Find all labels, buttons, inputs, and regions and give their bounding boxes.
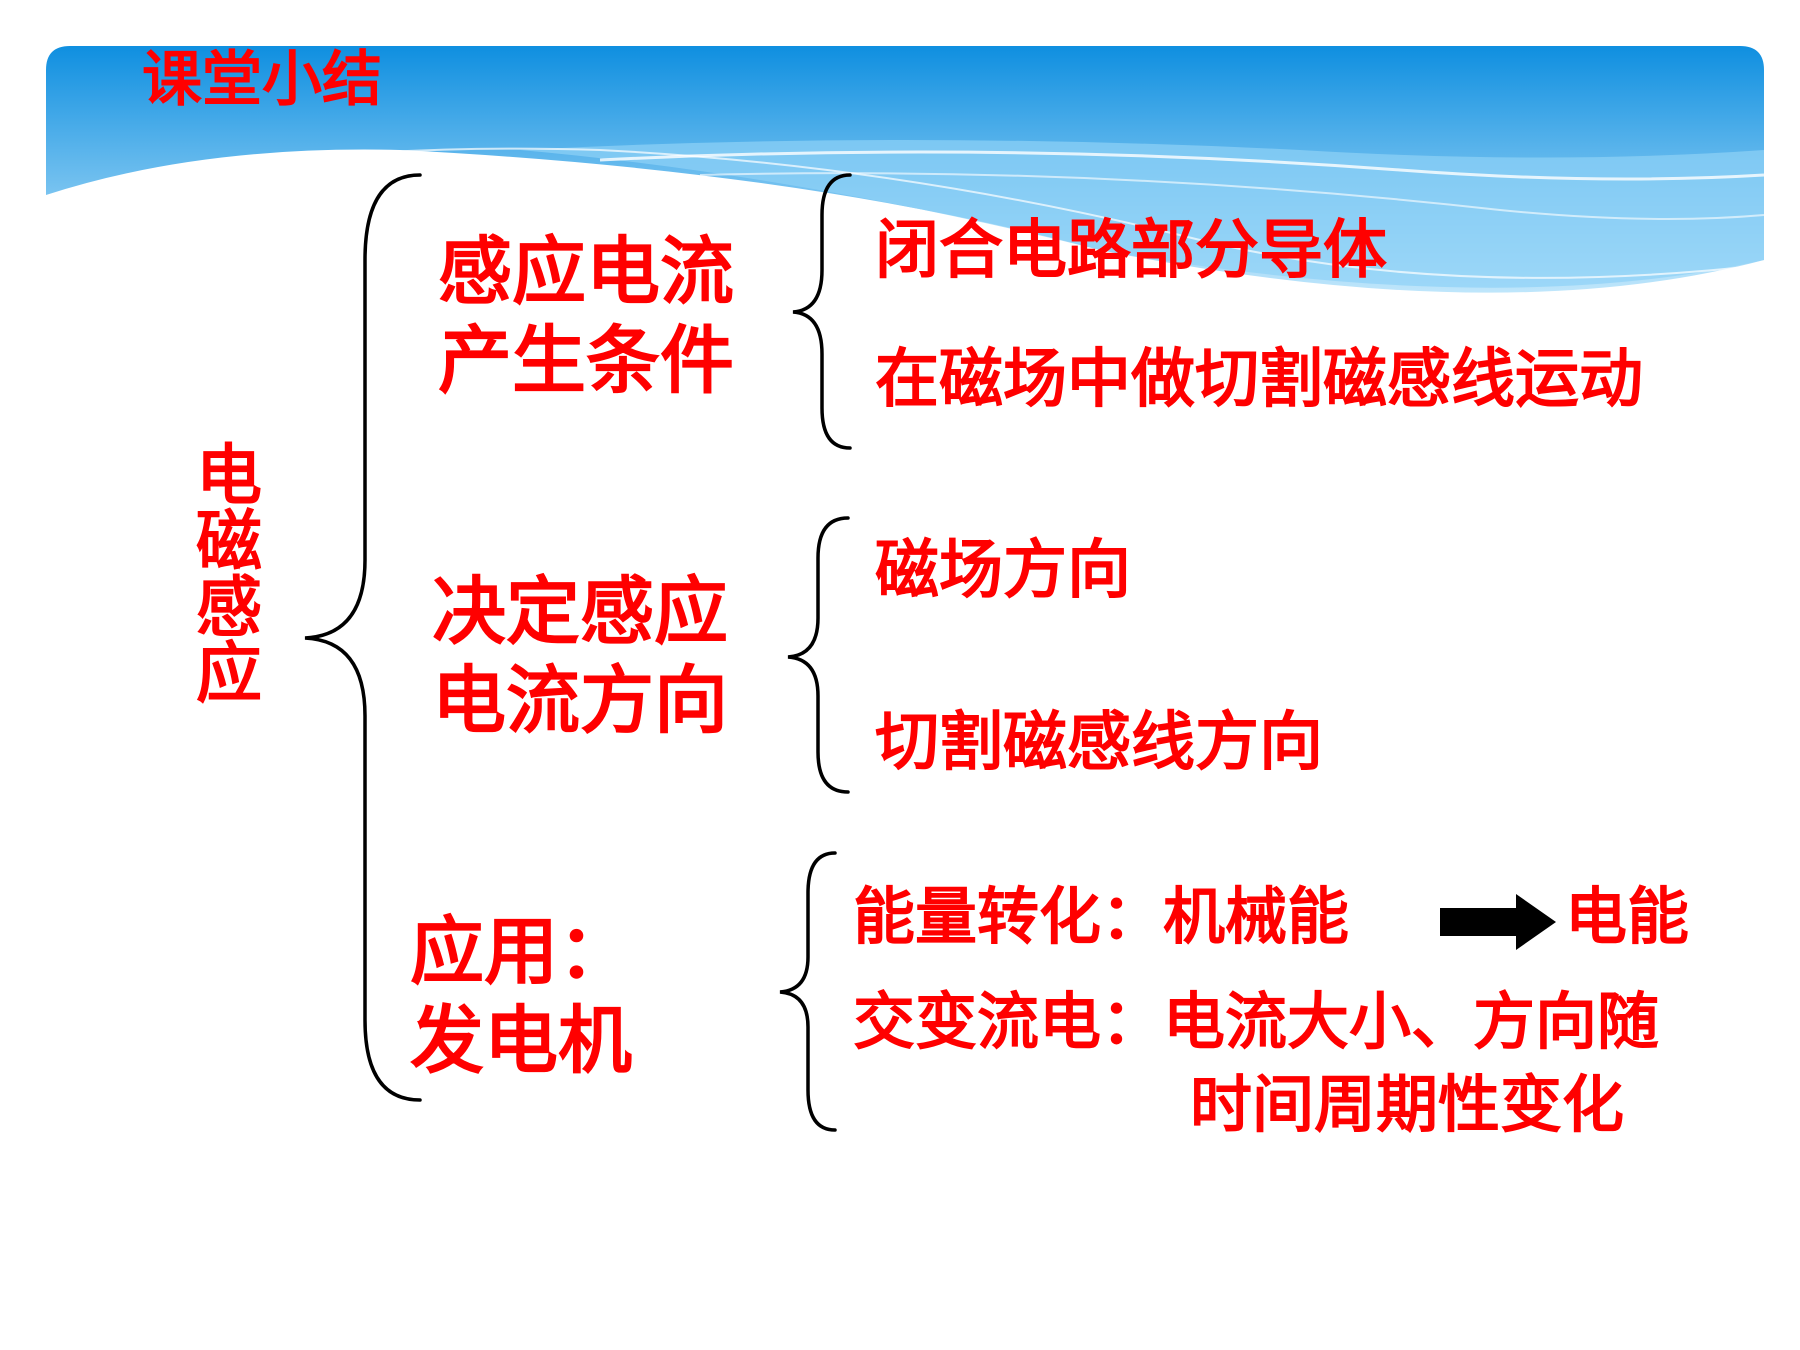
leaf-energy-conversion: 能量转化：机械能 [853, 880, 1350, 953]
brace-application [779, 851, 837, 1132]
branch-label-line: 应用： [410, 909, 632, 995]
branch-label-line: 产生条件 [438, 317, 734, 404]
branch-label-line: 感应电流 [438, 229, 734, 315]
root-brace [304, 173, 422, 1102]
leaf-ac-definition-line1: 交变流电：电流大小、方向随 [853, 985, 1660, 1058]
leaf-field-direction: 磁场方向 [875, 534, 1131, 608]
slide-title: 课堂小结 [142, 45, 382, 115]
branch-direction-label: 决定感应 电流方向 [432, 568, 728, 746]
branch-application-label: 应用： 发电机 [410, 908, 632, 1086]
leaf-closed-circuit: 闭合电路部分导体 [875, 214, 1387, 288]
branch-label-line: 发电机 [410, 997, 632, 1084]
leaf-cutting-field-lines: 在磁场中做切割磁感线运动 [875, 343, 1643, 417]
leaf-cutting-direction: 切割磁感线方向 [875, 706, 1323, 780]
leaf-ac-definition-line2: 时间周期性变化 [1190, 1068, 1625, 1141]
right-arrow-icon [1440, 894, 1556, 950]
branch-conditions-label: 感应电流 产生条件 [438, 228, 734, 406]
leaf-electric-energy: 电能 [1565, 880, 1690, 953]
branch-label-line: 决定感应 [432, 569, 728, 655]
root-node-electromagnetic-induction: 电磁感应 [185, 440, 262, 704]
wave-banner [45, 46, 1765, 293]
brace-direction [787, 516, 850, 794]
branch-label-line: 电流方向 [432, 657, 728, 744]
brace-conditions [792, 173, 852, 450]
